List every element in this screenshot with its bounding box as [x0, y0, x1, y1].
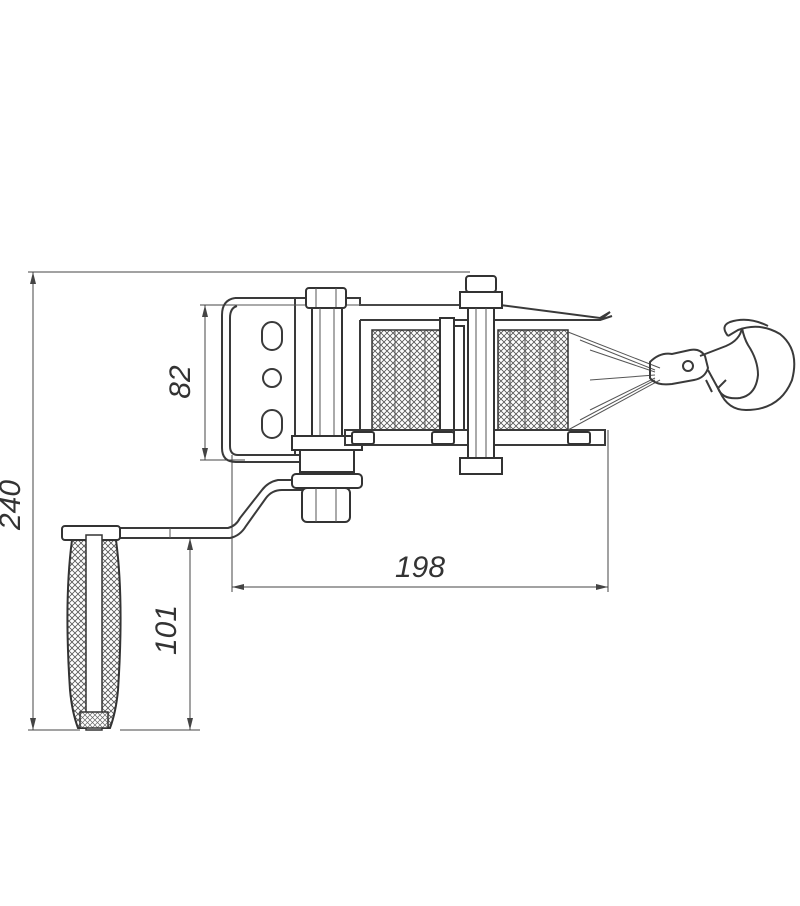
drum-axle: [459, 275, 503, 475]
drum-strap-right: [497, 329, 569, 431]
strap-to-hook: [567, 315, 661, 431]
dimension-label-handle-length: 101: [150, 605, 183, 655]
input-shaft: [291, 287, 363, 523]
dimension-body-height: 82: [164, 304, 245, 461]
drum-strap-left: [371, 329, 443, 431]
dimension-handle-length: 101: [120, 537, 200, 731]
winch-drum: [344, 311, 611, 446]
frame-slot-top: [261, 321, 283, 351]
crank-handle-grip: [66, 534, 122, 731]
shaft-nut: [301, 487, 351, 523]
dimension-label-body-height: 82: [164, 365, 197, 399]
hook: [649, 318, 796, 412]
dimension-label-body-length: 198: [395, 551, 445, 584]
dimension-overall-height: 240: [0, 271, 470, 731]
frame-slot-bottom: [261, 409, 283, 439]
dimension-label-overall-height: 240: [0, 480, 27, 531]
frame-hole-middle: [262, 368, 282, 388]
winch-side-plate: [221, 297, 611, 463]
dimension-body-length: 198: [231, 430, 609, 592]
crank-arm: [61, 479, 320, 541]
